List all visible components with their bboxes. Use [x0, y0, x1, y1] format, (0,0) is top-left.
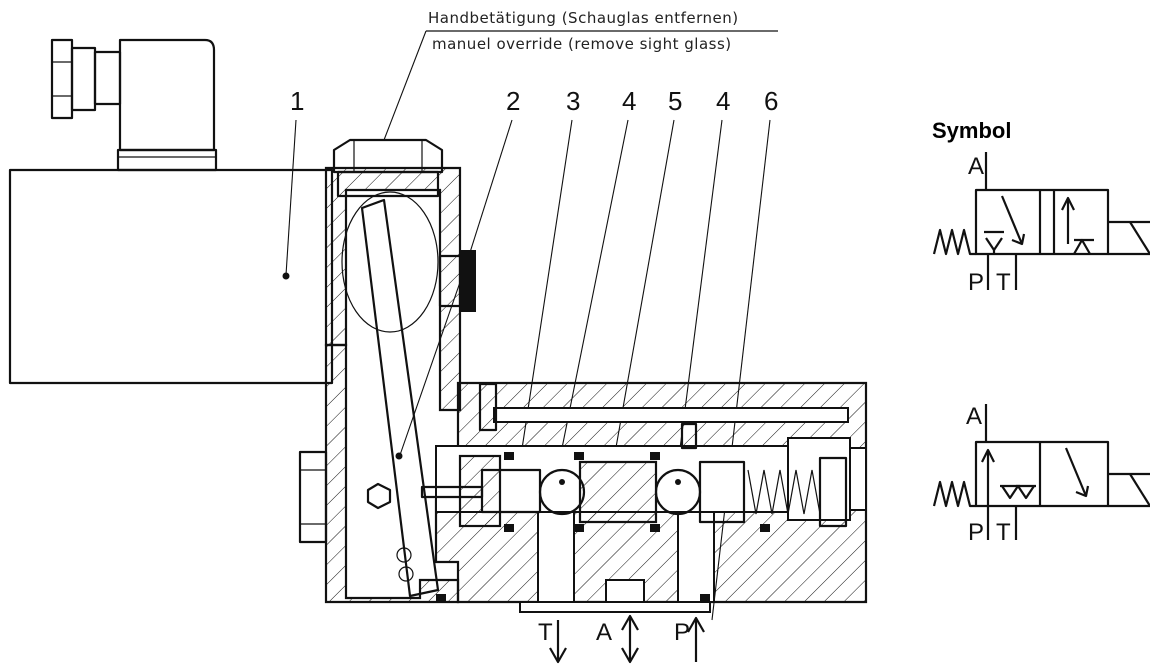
symbol-bottom: A P T	[932, 403, 1150, 546]
symbol-top-port-p: P	[968, 269, 984, 296]
override-annotation: Handbetätigung (Schauglas entfernen) man…	[383, 9, 778, 141]
symbol-top-port-a: A	[968, 153, 984, 180]
part-number-4b: 4	[716, 86, 730, 116]
symbol-title: Symbol	[932, 118, 1011, 143]
part-number-3: 3	[566, 86, 580, 116]
symbol-bottom-port-a: A	[966, 403, 982, 430]
port-label-a: A	[596, 619, 612, 646]
vent-pin	[478, 382, 698, 450]
annotation-line-en: manuel override (remove sight glass)	[432, 35, 732, 53]
valve-spool	[420, 454, 746, 528]
part-number-6: 6	[764, 86, 778, 116]
part-number-4a: 4	[622, 86, 636, 116]
port-indicators: T A P	[538, 614, 705, 664]
override-lever	[360, 198, 440, 598]
return-spring	[747, 456, 848, 528]
solenoid-coil	[8, 38, 334, 385]
part-number-1: 1	[290, 86, 304, 116]
annotation-leader	[383, 30, 427, 141]
part-numbers: 1 2 3 4 5 4 6	[290, 86, 778, 116]
valve-body	[324, 166, 868, 613]
annotation-line-de: Handbetätigung (Schauglas entfernen)	[428, 9, 739, 27]
port-label-t: T	[538, 619, 553, 646]
symbol-top: A P T	[932, 152, 1150, 296]
symbol-section: Symbol A P T A	[932, 118, 1150, 546]
part-number-5: 5	[668, 86, 682, 116]
part-number-2: 2	[506, 86, 520, 116]
override-cap	[298, 138, 476, 544]
seals	[436, 452, 770, 602]
symbol-top-port-t: T	[996, 269, 1011, 296]
symbol-bottom-port-p: P	[968, 519, 984, 546]
symbol-bottom-port-t: T	[996, 519, 1011, 546]
port-label-p: P	[674, 619, 690, 646]
